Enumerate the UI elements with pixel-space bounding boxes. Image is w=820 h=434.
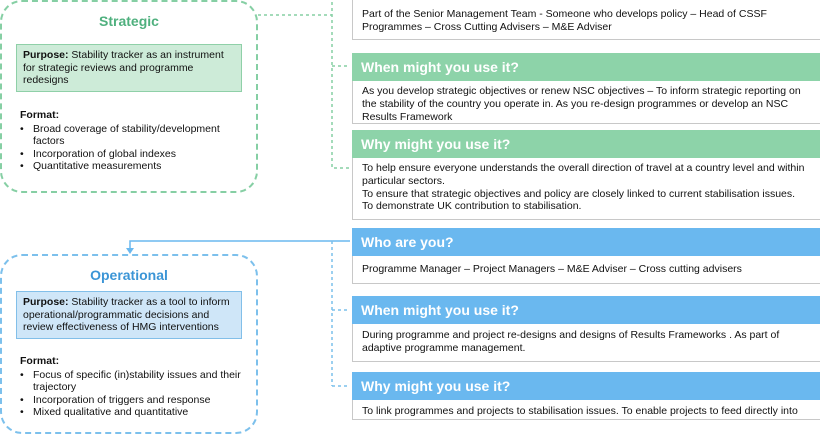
strategic-when-text: As you develop strategic objectives or r…	[362, 85, 801, 123]
strategic-why-header: Why might you use it?	[352, 130, 820, 158]
strategic-why-line: To ensure that strategic objectives and …	[362, 187, 796, 200]
operational-format: Format: Focus of specific (in)stability …	[20, 355, 244, 419]
operational-when-text: During programme and project re-designs …	[362, 329, 780, 354]
operational-who-text: Programme Manager – Project Managers – M…	[362, 263, 742, 275]
strategic-format-label: Format:	[20, 109, 60, 121]
operational-when-body: During programme and project re-designs …	[352, 324, 820, 362]
list-item: Quantitative measurements	[20, 160, 244, 173]
operational-card: Operational Purpose: Stability tracker a…	[0, 254, 258, 434]
operational-format-label: Format:	[20, 355, 60, 367]
operational-who-body: Programme Manager – Project Managers – M…	[352, 256, 820, 284]
strategic-format-list: Broad coverage of stability/development …	[20, 123, 244, 173]
strategic-bracket	[331, 2, 350, 169]
operational-purpose-box: Purpose: Stability tracker as a tool to …	[16, 291, 242, 339]
list-item: Broad coverage of stability/development …	[20, 123, 244, 148]
strategic-why-body: To help ensure everyone understands the …	[352, 158, 820, 220]
operational-who-header: Who are you?	[352, 228, 820, 256]
operational-why-text: To link programmes and projects to stabi…	[362, 405, 798, 417]
operational-connector-arrow	[126, 248, 134, 254]
operational-why-header: Why might you use it?	[352, 372, 820, 400]
list-item: Mixed qualitative and quantitative	[20, 406, 244, 419]
strategic-who-body: Part of the Senior Management Team - Som…	[352, 0, 820, 40]
operational-purpose-label: Purpose:	[23, 296, 69, 308]
operational-when-header: When might you use it?	[352, 296, 820, 324]
strategic-purpose-label: Purpose:	[23, 49, 69, 61]
list-item: Focus of specific (in)stability issues a…	[20, 369, 244, 394]
strategic-why-line: To help ensure everyone understands the …	[362, 162, 805, 187]
operational-why-body: To link programmes and projects to stabi…	[352, 400, 820, 420]
operational-format-list: Focus of specific (in)stability issues a…	[20, 369, 244, 419]
strategic-title: Strategic	[99, 13, 159, 29]
strategic-when-header: When might you use it?	[352, 53, 820, 81]
list-item: Incorporation of triggers and response	[20, 394, 244, 407]
connector-lines	[126, 2, 350, 387]
strategic-when-body: As you develop strategic objectives or r…	[352, 81, 820, 124]
strategic-purpose-text: Stability tracker as an instrument for s…	[23, 49, 224, 86]
operational-connector	[129, 240, 350, 250]
operational-title: Operational	[90, 267, 168, 283]
strategic-why-line: To demonstrate UK contribution to stabil…	[362, 200, 582, 213]
strategic-format: Format: Broad coverage of stability/deve…	[20, 109, 244, 173]
strategic-card: Strategic Purpose: Stability tracker as …	[0, 0, 258, 193]
strategic-who-text: Part of the Senior Management Team - Som…	[362, 8, 767, 33]
strategic-purpose-box: Purpose: Stability tracker as an instrum…	[16, 44, 242, 92]
list-item: Incorporation of global indexes	[20, 148, 244, 161]
operational-purpose-text: Stability tracker as a tool to inform op…	[23, 296, 230, 333]
